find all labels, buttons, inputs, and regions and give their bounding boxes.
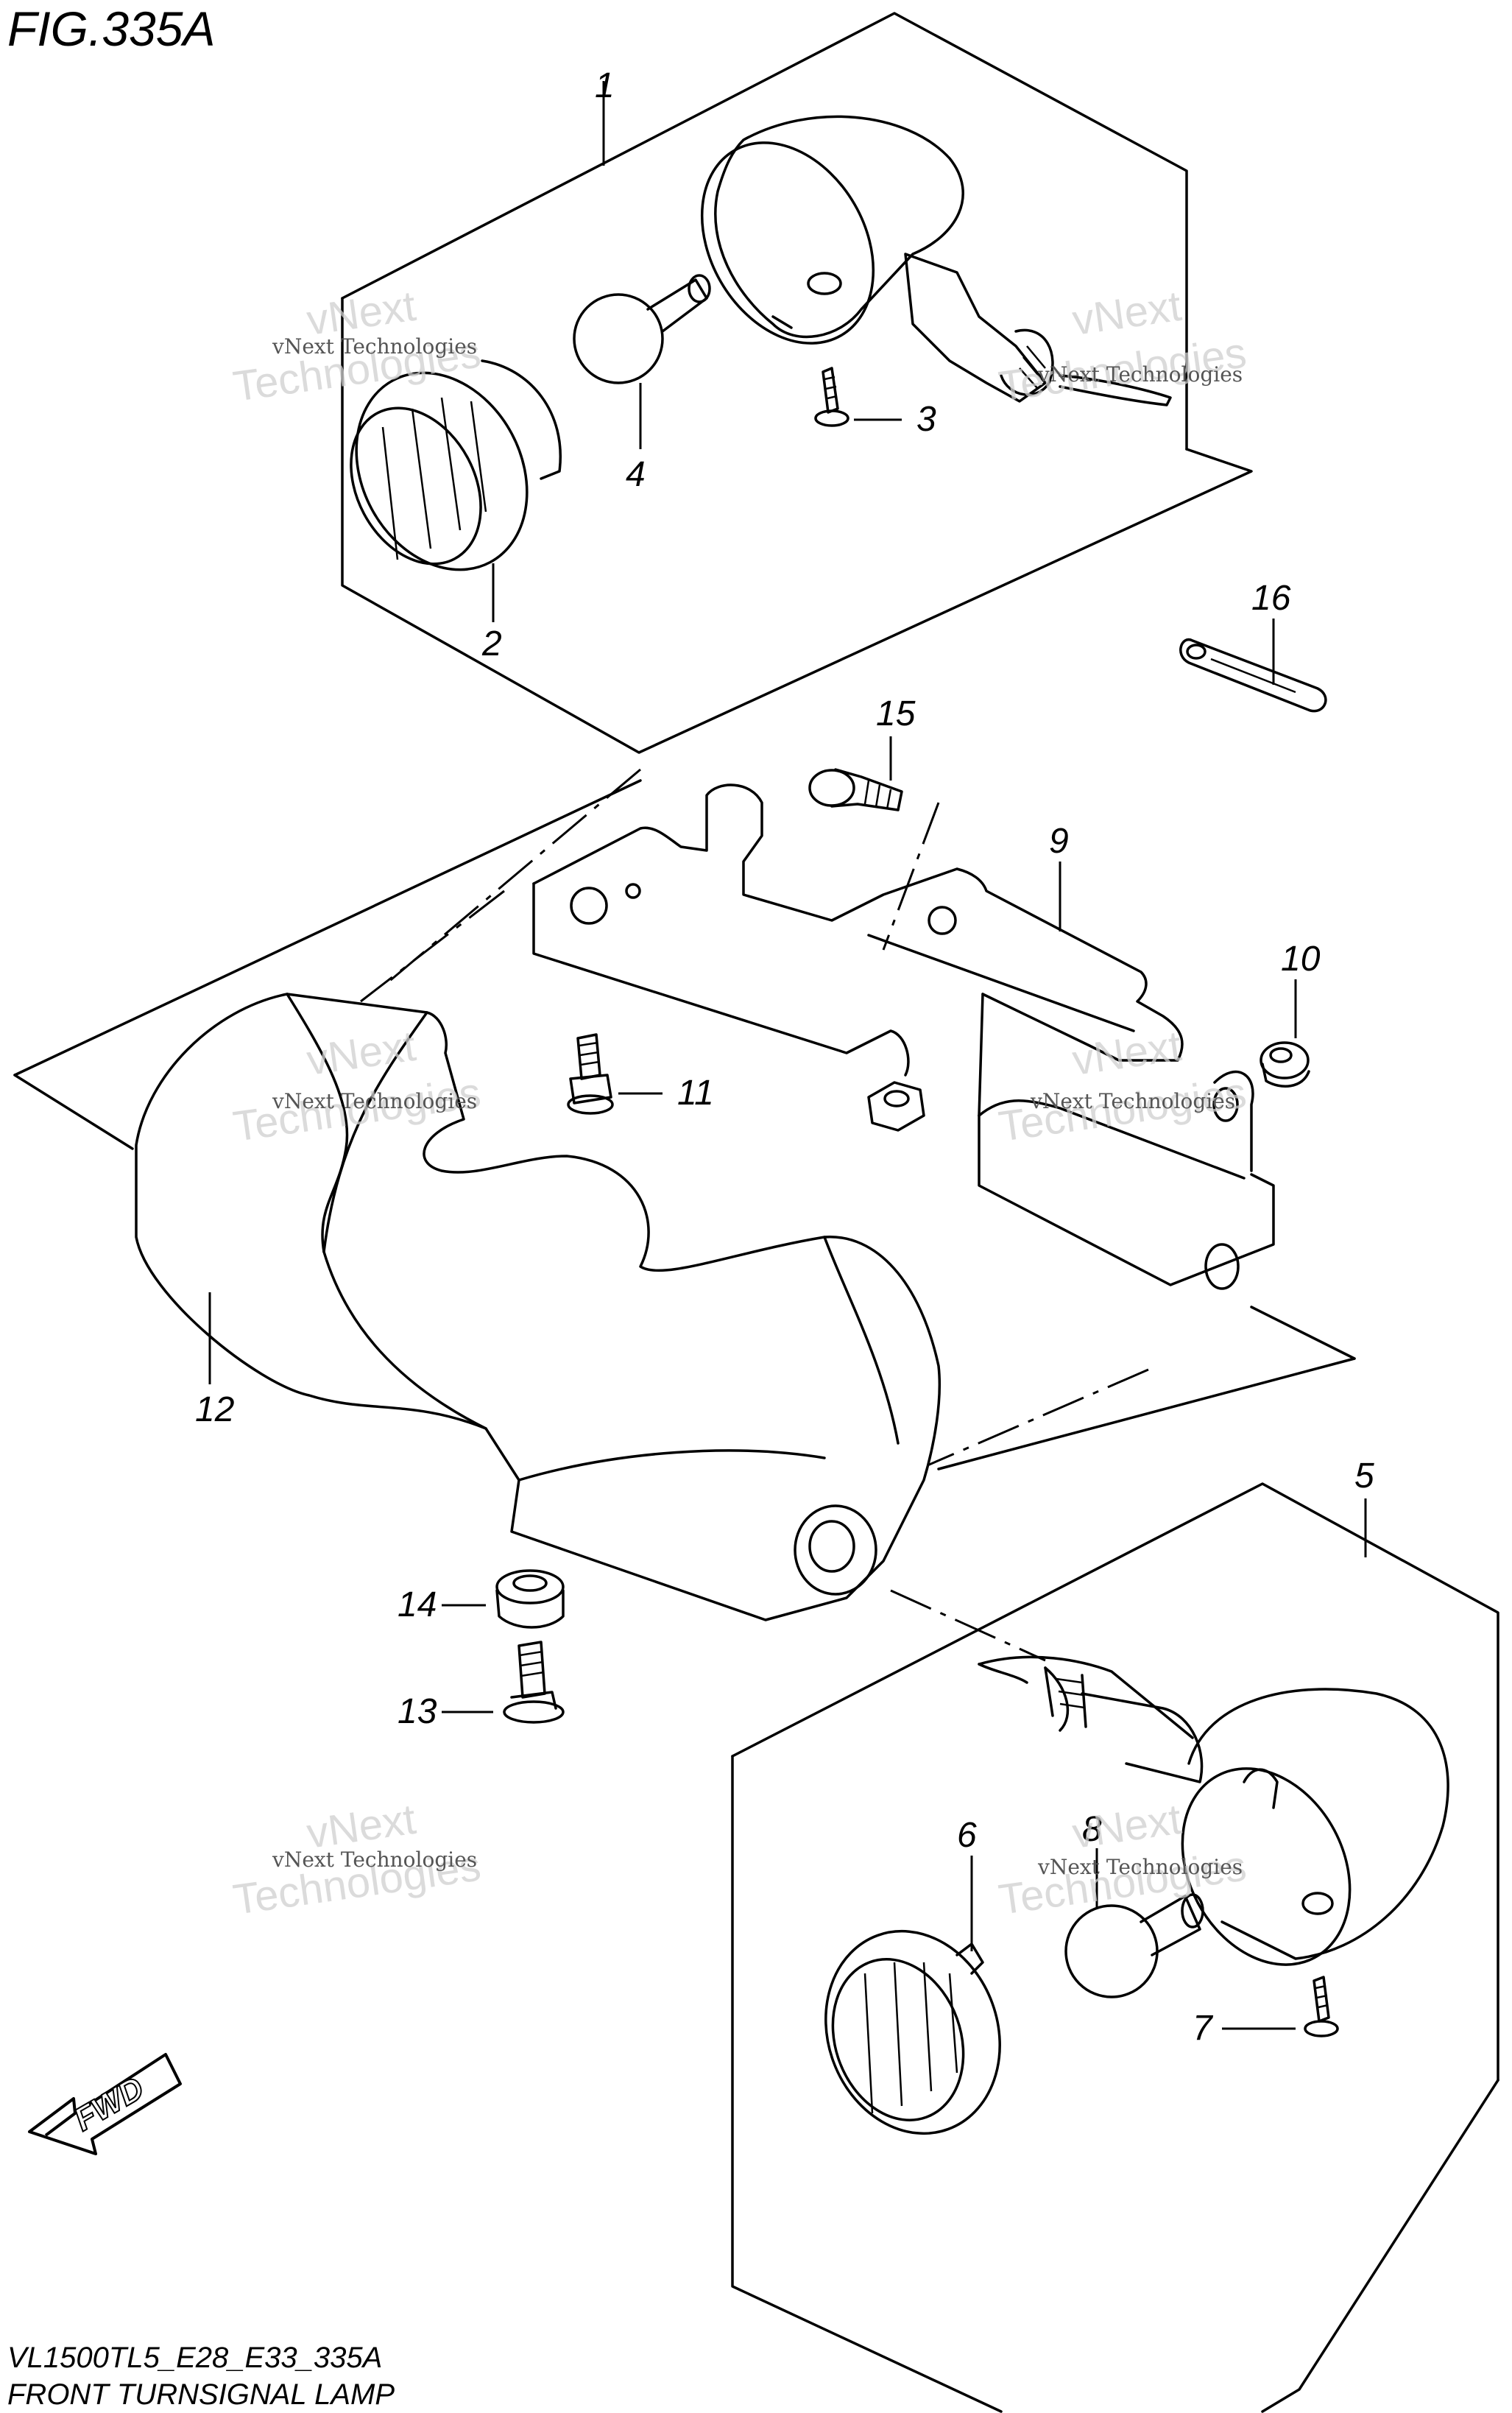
watermark-small-bottom-left: vNext Technologies bbox=[272, 1847, 477, 1872]
lower-wire bbox=[978, 1663, 1028, 1684]
watermark-small-mid-left: vNext Technologies bbox=[272, 1089, 477, 1113]
callout-8: 8 bbox=[1082, 1810, 1102, 1849]
lower-bulb bbox=[1064, 1893, 1204, 1998]
clamp-strip bbox=[1179, 638, 1327, 713]
collar-bolt-13 bbox=[503, 1641, 565, 1724]
model-code: VL1500TL5_E28_E33_335A bbox=[7, 2342, 382, 2374]
watermark-small-top-left: vNext Technologies bbox=[272, 334, 477, 359]
lower-lamp-housing bbox=[978, 1655, 1449, 1966]
watermark-small-bottom-right: vNext Technologies bbox=[1037, 1855, 1243, 1879]
callout-16: 16 bbox=[1251, 579, 1291, 618]
watermark-small-top-right: vNext Technologies bbox=[1037, 362, 1243, 387]
upper-screw bbox=[814, 367, 849, 427]
callout-14: 14 bbox=[398, 1585, 437, 1624]
callout-10: 10 bbox=[1281, 940, 1321, 979]
upper-lens bbox=[350, 359, 562, 571]
callout-1: 1 bbox=[595, 66, 615, 105]
upper-assembly-box bbox=[341, 12, 1253, 754]
callout-2: 2 bbox=[481, 624, 502, 663]
callout-11: 11 bbox=[677, 1074, 714, 1113]
mounting-bracket bbox=[532, 783, 1275, 1290]
bolt-15 bbox=[808, 768, 903, 811]
callout-5: 5 bbox=[1354, 1456, 1374, 1496]
callout-15: 15 bbox=[876, 694, 916, 733]
hex-nut bbox=[867, 1081, 925, 1132]
callout-12: 12 bbox=[195, 1390, 234, 1429]
callout-13: 13 bbox=[398, 1692, 437, 1731]
callout-7: 7 bbox=[1193, 2009, 1214, 2048]
watermark-big-mid-left-1: vNext bbox=[304, 1022, 419, 1085]
figure-caption: FRONT TURNSIGNAL LAMP bbox=[7, 2378, 395, 2411]
lower-screw bbox=[1304, 1976, 1339, 2037]
upper-bulb bbox=[573, 274, 711, 384]
lower-lens bbox=[824, 1929, 1001, 2135]
headlight-cover bbox=[135, 993, 942, 1621]
callout-6: 6 bbox=[957, 1816, 977, 1855]
center-assembly-box bbox=[13, 779, 1356, 1470]
watermark-big-mid-right-1: vNext bbox=[1070, 1022, 1184, 1085]
rubber-washer-10 bbox=[1260, 1041, 1310, 1088]
watermark-small-mid-right: vNext Technologies bbox=[1030, 1089, 1235, 1113]
lower-assembly-box bbox=[731, 1482, 1499, 2413]
watermark-big-bottom-right-1: vNext bbox=[1070, 1795, 1184, 1858]
forward-arrow-icon bbox=[28, 2053, 182, 2155]
flange-bolt-11 bbox=[567, 1033, 614, 1115]
callout-9: 9 bbox=[1049, 822, 1069, 861]
upper-lamp-housing bbox=[700, 115, 1172, 406]
figure-title: FIG.335A bbox=[7, 1, 215, 56]
callout-4: 4 bbox=[626, 455, 646, 494]
watermark-big-top-right-1: vNext bbox=[1070, 282, 1184, 345]
callout-3: 3 bbox=[916, 400, 936, 439]
assembly-dash-lines bbox=[360, 768, 1149, 1662]
grommet-14 bbox=[495, 1569, 565, 1629]
